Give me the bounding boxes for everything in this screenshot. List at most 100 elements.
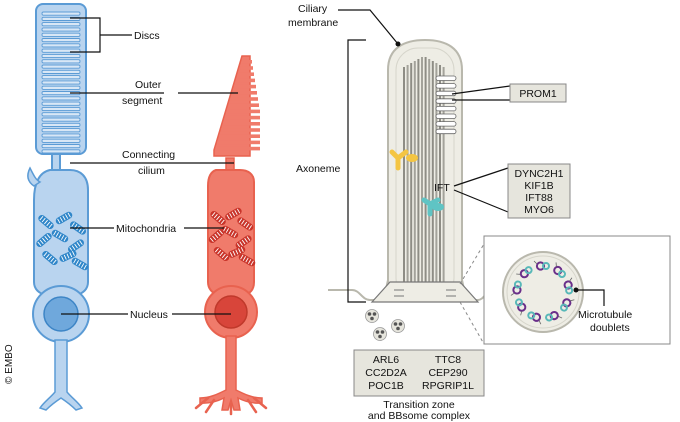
microtubule-doublet bbox=[527, 311, 542, 325]
gene-poc1b: POC1B bbox=[368, 380, 404, 392]
rod-disc bbox=[41, 64, 81, 69]
gene-cc2d2a: CC2D2A bbox=[365, 367, 406, 379]
membrane-disc bbox=[435, 121, 457, 127]
label-microtubule-doublets-2: doublets bbox=[590, 322, 630, 334]
mitochondrion bbox=[38, 214, 54, 230]
label-ciliary-membrane-1: Ciliary bbox=[298, 3, 328, 15]
microtubule-doublet bbox=[510, 280, 522, 296]
cone-disc bbox=[228, 103, 250, 107]
cone-disc bbox=[250, 103, 259, 107]
cone-disc bbox=[250, 146, 260, 151]
prom1-discs bbox=[435, 75, 457, 135]
label-axoneme: Axoneme bbox=[296, 163, 341, 175]
mitochondrion bbox=[71, 257, 89, 271]
cone-outer-segment bbox=[213, 55, 260, 157]
transition-zone-callout: ARL6 CC2D2A POC1B TTC8 CEP290 RPGRIP1L T… bbox=[353, 349, 485, 422]
cone-disc bbox=[240, 66, 250, 70]
label-transition-zone-2: and BBsome complex bbox=[368, 410, 471, 422]
microtubule-doublet-icon bbox=[510, 260, 575, 325]
cone-disc bbox=[215, 146, 250, 151]
axoneme-bundle bbox=[403, 57, 445, 290]
cone-disc bbox=[250, 91, 257, 95]
mitochondrion bbox=[221, 225, 239, 239]
gene-ttc8: TTC8 bbox=[435, 354, 461, 366]
rod-disc bbox=[41, 117, 81, 122]
rod-disc bbox=[41, 32, 81, 37]
ift-gene-box bbox=[507, 163, 571, 219]
mitochondrion bbox=[208, 228, 225, 244]
bbsome-complex-icon bbox=[365, 309, 405, 341]
cone-disc bbox=[230, 97, 250, 101]
cone-disc bbox=[236, 78, 250, 83]
rod-disc bbox=[41, 22, 81, 27]
cone-disc bbox=[234, 84, 250, 89]
cone-disc bbox=[242, 60, 250, 64]
cone-disc bbox=[223, 122, 250, 126]
membrane-disc bbox=[435, 83, 457, 89]
label-mitochondria: Mitochondria bbox=[116, 223, 176, 235]
cone-disc bbox=[250, 97, 258, 101]
membrane-disc bbox=[435, 113, 457, 119]
label-nucleus: Nucleus bbox=[130, 309, 168, 321]
cone-disc bbox=[238, 72, 250, 76]
cone-disc bbox=[250, 109, 260, 114]
microtubule-doublet bbox=[533, 260, 550, 271]
mitochondrion bbox=[51, 229, 69, 243]
membrane-disc bbox=[435, 75, 457, 81]
rod-disc bbox=[41, 11, 81, 16]
cone-disc bbox=[226, 109, 250, 114]
cone-disc bbox=[250, 78, 255, 83]
rod-disc bbox=[41, 80, 81, 85]
rod-disc bbox=[41, 138, 81, 143]
rod-disc bbox=[41, 75, 81, 80]
ift-particle-icon bbox=[421, 197, 444, 217]
rod-disc bbox=[41, 38, 81, 43]
mitochondrion bbox=[36, 232, 52, 248]
label-connecting-cilium-2: cilium bbox=[138, 165, 165, 177]
label-ciliary-membrane-2: membrane bbox=[288, 17, 338, 29]
gene-arl6: ARL6 bbox=[373, 354, 399, 366]
cone-nucleus bbox=[214, 295, 248, 329]
cone-disc bbox=[250, 115, 260, 120]
cone-disc bbox=[221, 128, 250, 132]
label-outer-segment-2: segment bbox=[122, 95, 162, 107]
rod-disc bbox=[41, 27, 81, 32]
cone-disc bbox=[217, 140, 250, 145]
cone-disc bbox=[250, 128, 260, 132]
rod-disc bbox=[41, 101, 81, 106]
mitochondrion bbox=[42, 250, 58, 266]
rod-disc bbox=[41, 112, 81, 117]
ciliary-membrane-label: Ciliary membrane bbox=[288, 3, 401, 47]
rod-disc bbox=[41, 96, 81, 101]
gene-cep290: CEP290 bbox=[428, 367, 467, 379]
microtubule-doublet bbox=[545, 310, 563, 322]
label-discs: Discs bbox=[134, 30, 160, 42]
mitochondrion bbox=[210, 210, 226, 226]
ift-callout: IFT DYNC2H1 KIF1B IFT88 MYO6 bbox=[434, 163, 571, 219]
bbsome-cluster bbox=[365, 309, 379, 323]
mitochondrion bbox=[238, 253, 256, 267]
label-transition-zone-1: Transition zone bbox=[383, 399, 455, 411]
cone-disc bbox=[250, 134, 260, 138]
rod-disc bbox=[41, 128, 81, 133]
mitochondrion bbox=[59, 250, 77, 262]
microtubule-doublet bbox=[516, 266, 533, 279]
microtubule-doublet bbox=[560, 298, 575, 312]
rod-axon bbox=[38, 339, 84, 411]
gene-ift88: IFT88 bbox=[525, 192, 553, 204]
membrane-disc bbox=[435, 128, 457, 135]
rod-disc bbox=[41, 144, 81, 149]
label-outer-segment-1: Outer bbox=[135, 79, 162, 91]
rod-disc bbox=[41, 69, 81, 74]
gene-kif1b: KIF1B bbox=[524, 180, 553, 192]
mitochondrion bbox=[228, 246, 246, 258]
membrane-disc bbox=[435, 98, 457, 104]
cone-disc bbox=[232, 91, 250, 95]
rod-disc bbox=[41, 59, 81, 64]
mitochondrion bbox=[235, 235, 252, 249]
rod-photoreceptor bbox=[27, 3, 90, 411]
ift-particle-icon bbox=[389, 149, 418, 171]
rod-discs bbox=[41, 11, 81, 154]
gene-rpgrip1l: RPGRIP1L bbox=[422, 380, 474, 392]
rod-disc bbox=[41, 53, 81, 59]
